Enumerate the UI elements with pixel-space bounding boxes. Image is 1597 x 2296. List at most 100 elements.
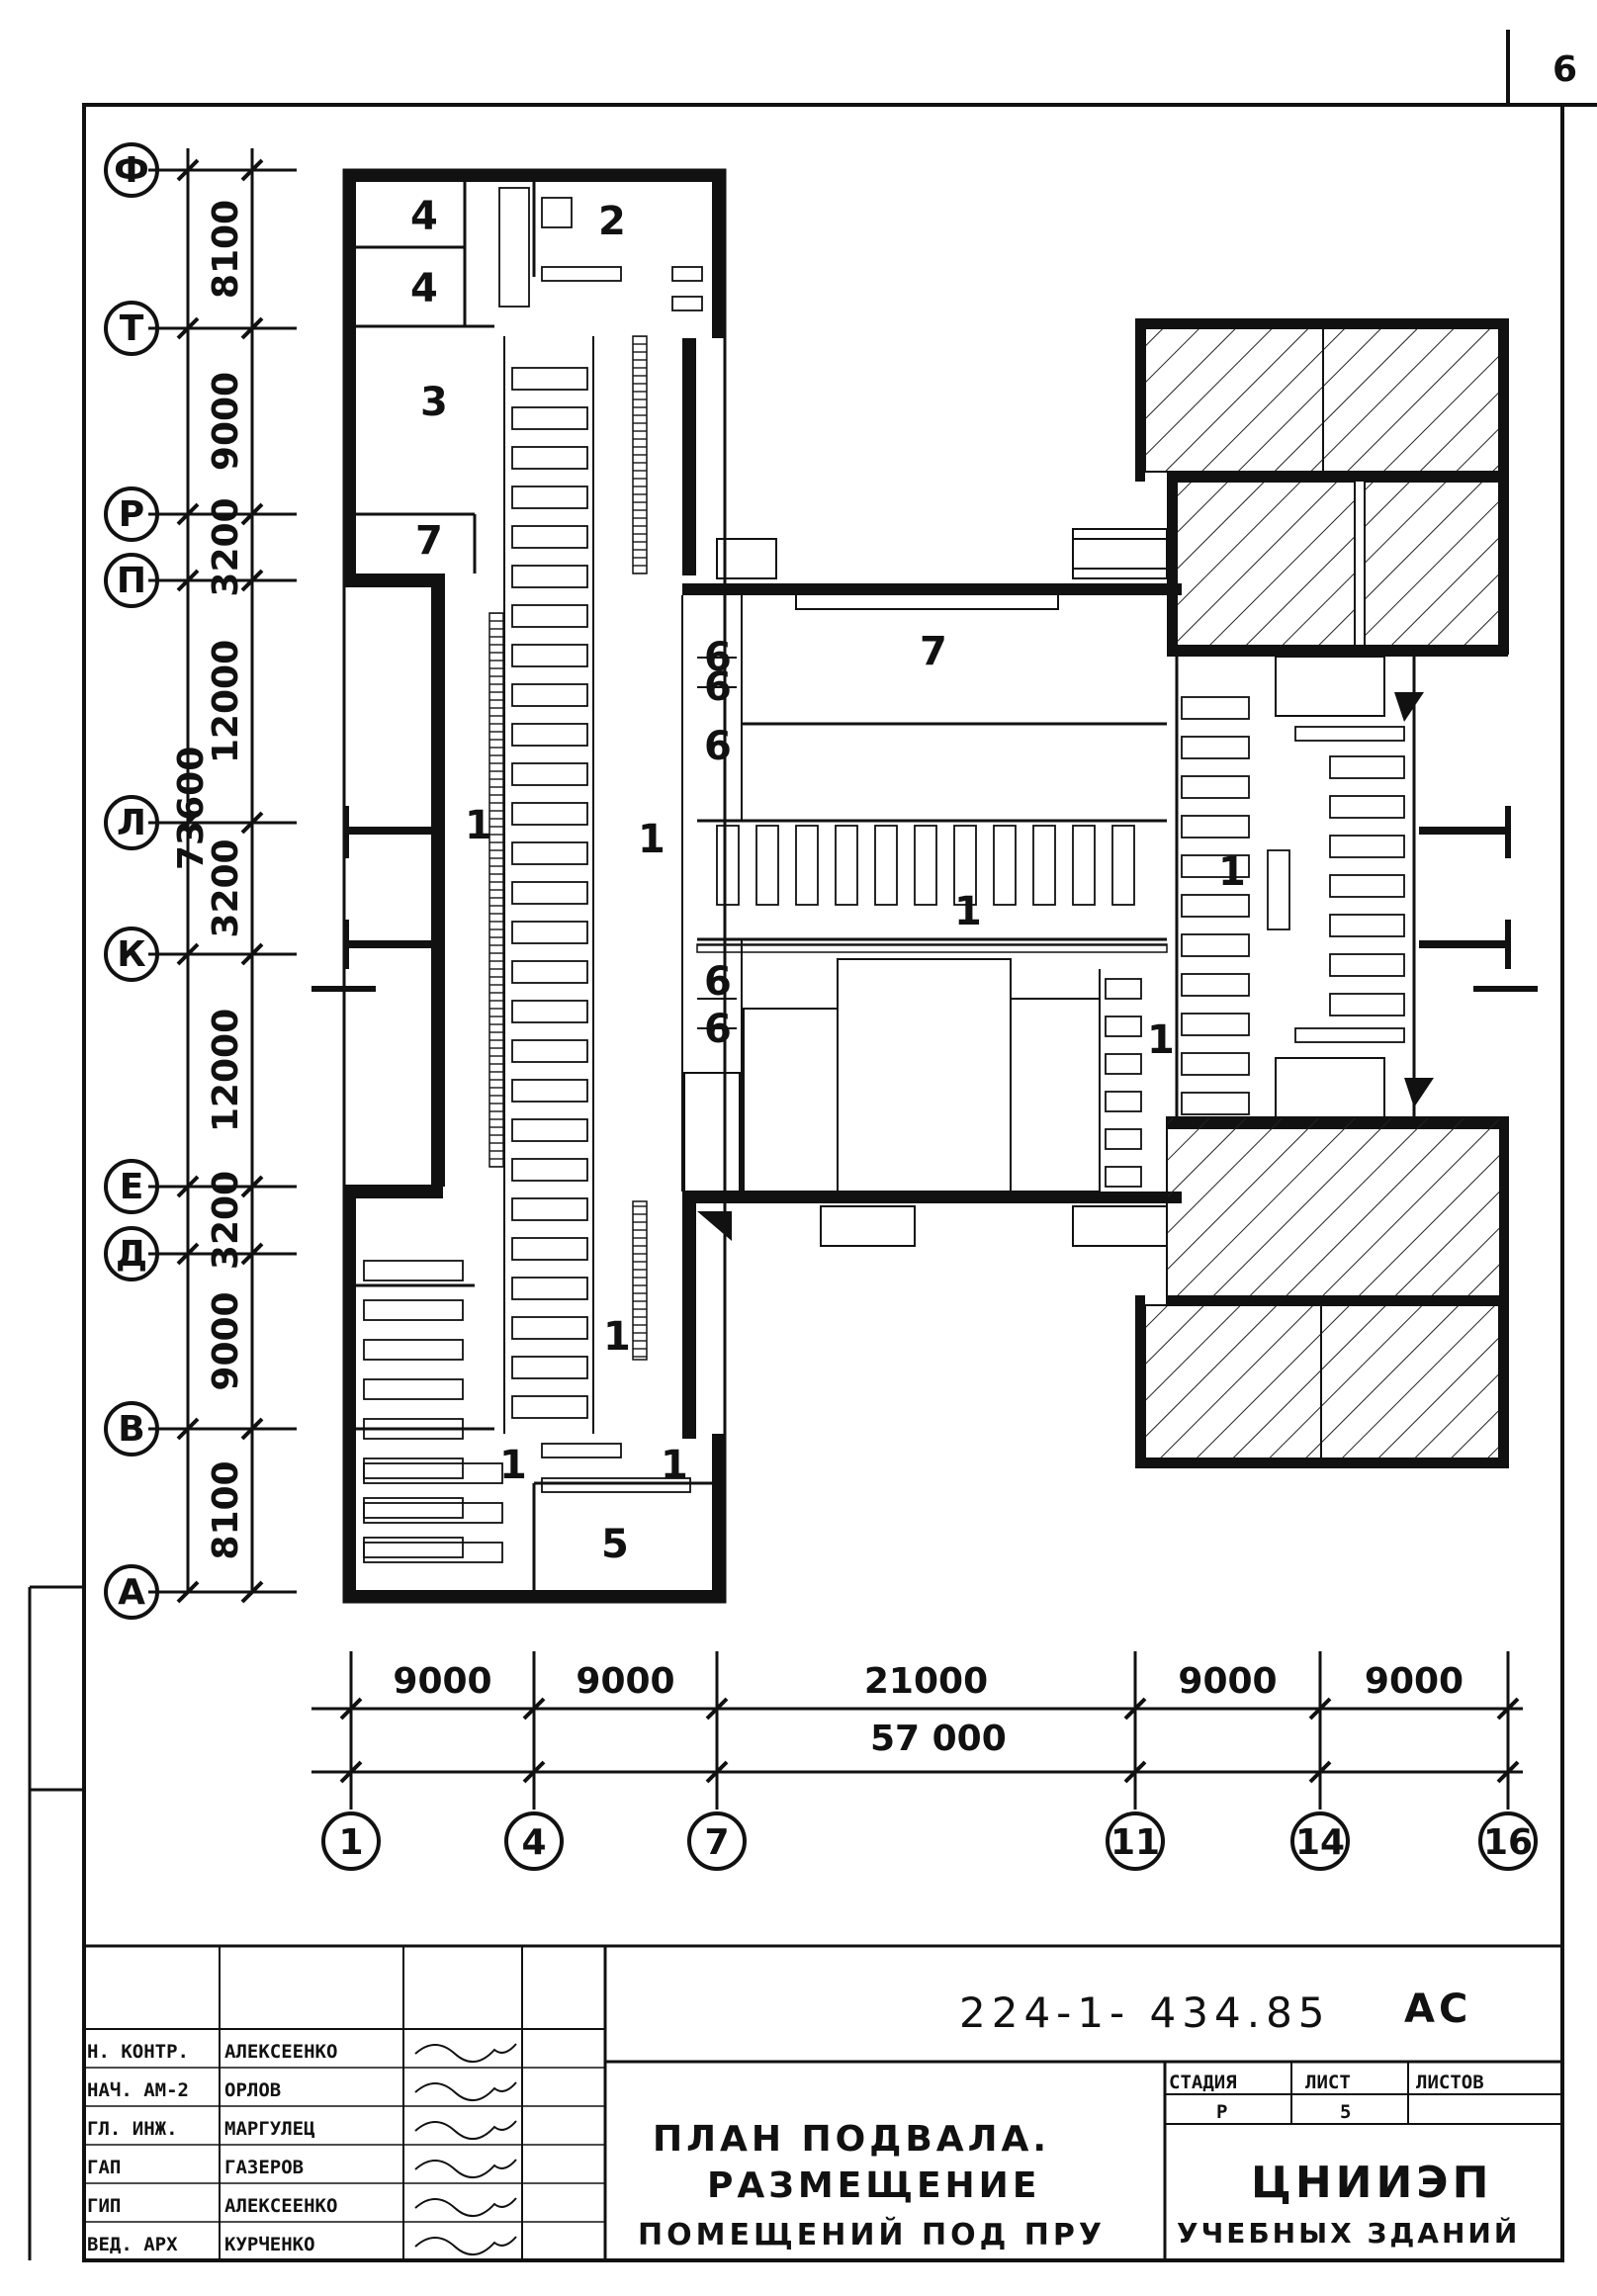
- bench-mark: [511, 1237, 588, 1261]
- drawing-mark: АС: [1404, 1987, 1471, 2032]
- bench-mark: [1105, 978, 1142, 1000]
- bench-mark: [1032, 825, 1056, 906]
- bench-mark: [1329, 795, 1405, 819]
- dim-vertical: 12000: [206, 1009, 246, 1132]
- bench-mark: [1105, 1016, 1142, 1037]
- room-label: 2: [598, 199, 626, 244]
- axis-label: Ф: [114, 150, 149, 191]
- central-block: [681, 538, 1182, 1247]
- bench-mark: [671, 296, 703, 311]
- bench-mark: [1181, 894, 1250, 918]
- room-label: 1: [1218, 849, 1246, 895]
- signature-name: АЛЕКСЕЕНКО: [224, 2041, 337, 2063]
- bench-mark: [363, 1260, 464, 1281]
- signature-role: ГЛ. ИНЖ.: [87, 2118, 178, 2140]
- bench-mark: [1181, 736, 1250, 759]
- axis-bubble-vertical: Ф: [104, 142, 159, 198]
- west-wing: [342, 168, 727, 1604]
- axis-label: 4: [521, 1822, 546, 1863]
- bench-mark: [511, 881, 588, 905]
- axis-bubble-horizontal: 11: [1106, 1811, 1165, 1871]
- dim-vertical: 12000: [206, 640, 246, 763]
- room-label: 6: [704, 959, 732, 1005]
- dim-vertical: 3200: [206, 497, 246, 596]
- bench-mark: [1105, 1166, 1142, 1188]
- sheet-frame: 6: [28, 30, 1597, 2262]
- bench-mark: [511, 1316, 588, 1340]
- title-line-2: РАЗМЕЩЕНИЕ: [707, 2165, 1040, 2206]
- dim-horizontal: 9000: [1178, 1661, 1277, 1702]
- bench-mark: [511, 565, 588, 588]
- bench-mark: [363, 1378, 464, 1400]
- axis-label: В: [118, 1409, 144, 1450]
- handwritten-signature: [414, 2120, 517, 2140]
- bench-mark: [363, 1537, 464, 1558]
- bench-mark: [1181, 854, 1250, 878]
- axis-label: Д: [116, 1234, 147, 1275]
- bench-mark: [363, 1457, 464, 1479]
- room-label: 1: [638, 817, 665, 862]
- room-label: 5: [601, 1522, 629, 1567]
- bench-mark: [511, 1197, 588, 1221]
- room-label: 1: [954, 889, 982, 934]
- axis-label: 14: [1295, 1822, 1345, 1863]
- bench-mark: [363, 1418, 464, 1440]
- org-subname: УЧЕБНЫХ ЗДАНИЙ: [1177, 2216, 1520, 2250]
- axis-label: К: [117, 934, 145, 975]
- handwritten-signature: [414, 2197, 517, 2217]
- dim-horizontal: 9000: [393, 1661, 491, 1702]
- sheet-value: 5: [1340, 2101, 1351, 2123]
- bench-mark: [511, 921, 588, 944]
- bench-mark: [1329, 993, 1405, 1016]
- drawing-code: 224-1- 434.85: [959, 1988, 1331, 2037]
- bench-mark: [1105, 1053, 1142, 1075]
- axis-bubble-vertical: Р: [104, 486, 159, 542]
- bench-mark: [511, 486, 588, 509]
- dim-horizontal: 9000: [576, 1661, 674, 1702]
- bench-mark: [1329, 914, 1405, 937]
- bench-mark: [511, 446, 588, 470]
- bench-mark: [835, 825, 858, 906]
- bench-mark: [1181, 1013, 1250, 1036]
- axis-label: Т: [120, 309, 144, 349]
- room-label: 7: [920, 629, 947, 674]
- bench-mark: [511, 1356, 588, 1379]
- room-label: 6: [704, 635, 732, 680]
- signature-name: ОРЛОВ: [224, 2079, 281, 2101]
- bench-mark: [511, 683, 588, 707]
- bench-mark: [1294, 726, 1405, 742]
- bench-mark: [1329, 953, 1405, 977]
- bench-mark: [541, 1443, 622, 1458]
- dim-vertical: 8100: [206, 1460, 246, 1559]
- bench-mark: [511, 841, 588, 865]
- axis-bubble-horizontal: 4: [504, 1811, 564, 1871]
- axis-bubble-horizontal: 14: [1290, 1811, 1350, 1871]
- bench-mark: [1329, 874, 1405, 898]
- axis-bubble-horizontal: 1: [321, 1811, 381, 1871]
- bench-mark: [914, 825, 937, 906]
- org-name: ЦНИИЭП: [1251, 2158, 1492, 2208]
- axis-label: Л: [117, 803, 146, 843]
- dim-vertical: 3200: [206, 839, 246, 937]
- handwritten-signature: [414, 2043, 517, 2063]
- bench-mark: [795, 825, 819, 906]
- signature-row: Н. КОНТР.АЛЕКСЕЕНКО: [87, 2041, 517, 2063]
- bench-mark: [1267, 849, 1290, 930]
- bench-mark: [511, 1039, 588, 1063]
- axis-label: А: [118, 1572, 145, 1613]
- bench-mark: [511, 1079, 588, 1103]
- bench-mark: [755, 825, 779, 906]
- bench-mark: [541, 197, 573, 228]
- bench-mark: [541, 266, 622, 282]
- handwritten-signature: [414, 2159, 517, 2178]
- signature-row: ГЛ. ИНЖ.МАРГУЛЕЦ: [87, 2118, 517, 2140]
- bench-mark: [511, 604, 588, 628]
- stage-value: Р: [1216, 2101, 1227, 2123]
- signature-name: АЛЕКСЕЕНКО: [224, 2195, 337, 2217]
- bench-mark: [1329, 755, 1405, 779]
- bench-mark: [1181, 815, 1250, 839]
- sheet-corner-number: 6: [1553, 49, 1577, 90]
